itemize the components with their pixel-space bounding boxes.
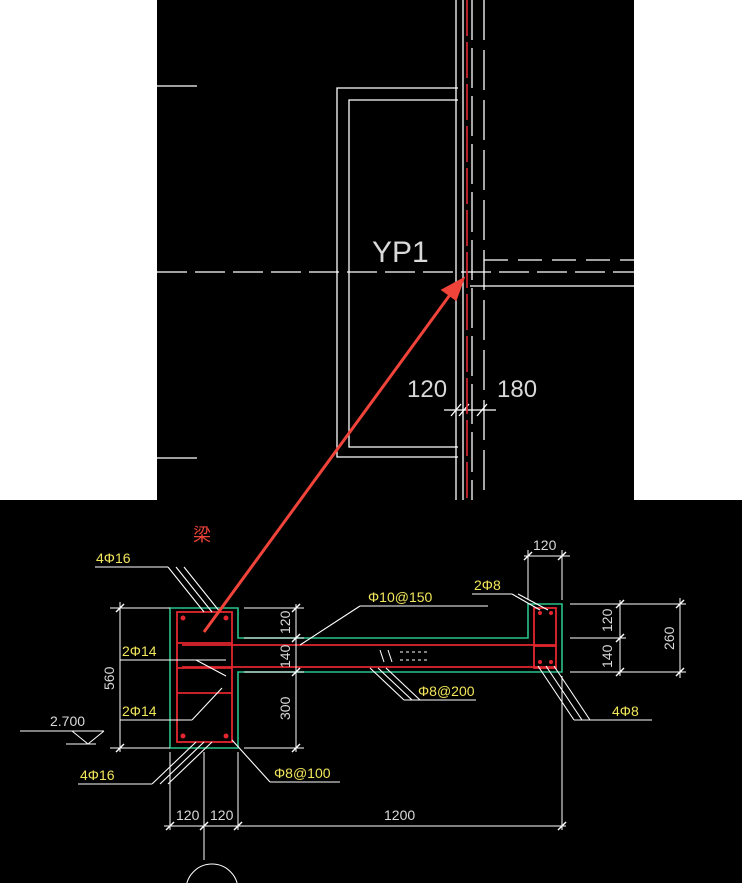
rebar-dot xyxy=(538,611,542,615)
section-leaders xyxy=(78,566,652,785)
dim-end-width: 120 xyxy=(533,537,557,553)
dim-bottom-w2: 120 xyxy=(210,807,234,823)
rebar-dot xyxy=(180,733,186,739)
dimension-ticks xyxy=(115,551,685,831)
dim-end-h-top: 120 xyxy=(599,608,615,632)
rebar-label-end-top: 2Φ8 xyxy=(474,577,501,593)
rebar-label-end-corner: 4Φ8 xyxy=(612,703,639,719)
plan-background xyxy=(157,0,634,500)
dim-end-total: 260 xyxy=(661,626,677,650)
rebar-label-slab-top: Φ10@150 xyxy=(368,589,433,605)
callout-label: 梁 xyxy=(193,525,211,546)
yp1-label: YP1 xyxy=(372,236,429,269)
dim-span: 1200 xyxy=(384,807,415,823)
dimension-text-group: 2.700 120 120 120 1200 560 120 140 300 1… xyxy=(50,537,677,823)
rebar-label-stirrup: Φ8@100 xyxy=(274,765,331,781)
rebar-dot xyxy=(180,615,186,621)
plan-dim-tick-3 xyxy=(476,403,488,417)
plan-view xyxy=(157,0,634,500)
rebar-label-bottom-corner: 4Φ16 xyxy=(80,767,115,783)
rebar-label-mid-lower: 2Φ14 xyxy=(122,703,157,719)
rebar-label-top-corner: 4Φ16 xyxy=(96,550,131,566)
dim-height-total: 560 xyxy=(101,666,117,690)
section-concrete-outline xyxy=(169,603,563,749)
plan-dim-tick-1 xyxy=(450,403,462,417)
dim-h-mid: 140 xyxy=(277,644,293,668)
level-value: 2.700 xyxy=(50,713,85,729)
dim-h-bottom: 300 xyxy=(277,696,293,720)
dim-end-h-bottom: 140 xyxy=(599,644,615,668)
stirrup-main xyxy=(176,611,233,743)
rebar-label-group: 4Φ16 2Φ14 2Φ14 4Φ16 Φ10@150 Φ8@200 Φ8@10… xyxy=(80,550,639,783)
slab-hatch xyxy=(379,649,428,663)
rebar-dot xyxy=(538,660,542,664)
rebar-dot xyxy=(549,660,553,664)
dim-bottom-w1: 120 xyxy=(176,807,200,823)
yp1-outline-outer xyxy=(336,87,458,458)
rebar-dot xyxy=(223,615,229,621)
yp1-outline-inner xyxy=(348,99,458,448)
rebar-label-mid-upper: 2Φ14 xyxy=(122,643,157,659)
callout-arrowhead xyxy=(440,276,466,302)
rebar-label-slab-bottom: Φ8@200 xyxy=(418,683,475,699)
rebar-dot xyxy=(549,611,553,615)
section-background xyxy=(0,500,742,883)
rebar-dot xyxy=(223,733,229,739)
dim-h-top: 120 xyxy=(277,610,293,634)
rebar-dots xyxy=(180,611,553,739)
plan-dim-right: 180 xyxy=(497,376,537,403)
callout-arrow-line xyxy=(202,291,454,633)
plan-dim-left: 120 xyxy=(407,376,447,403)
